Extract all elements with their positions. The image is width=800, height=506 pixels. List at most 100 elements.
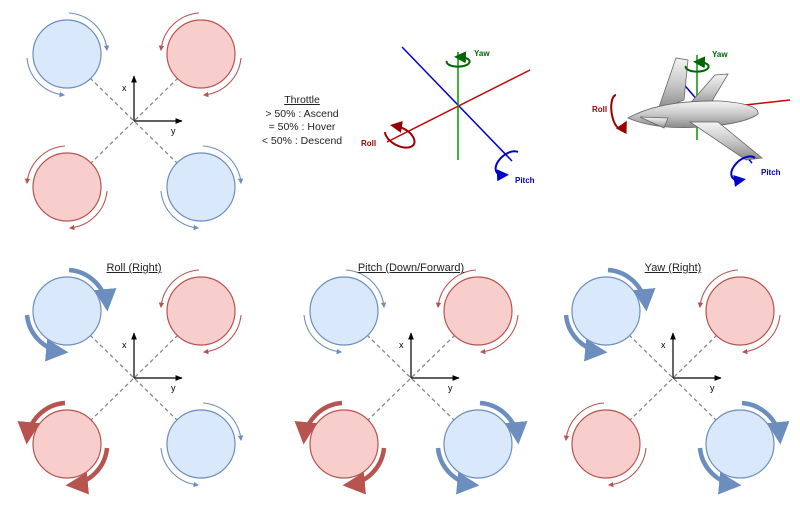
roll-rotation-arrow [384,121,416,149]
rotor-circle [166,152,236,222]
rotor-rotation-arrow [65,447,110,495]
rotor-cw [158,269,242,355]
throttle-title: Throttle [284,94,320,106]
roll-right-title: Roll (Right) [106,262,162,274]
rotor-rotation-arrow [294,400,343,445]
rotor-rotation-arrow [68,267,117,312]
rotor-cw [24,145,108,231]
airplane-icon [627,57,763,161]
rotor-circle [32,19,102,89]
airplane-roll-label: Roll [592,105,607,114]
rotor-cw [435,269,519,355]
rotor-circle [166,19,236,89]
rotor-circle [443,276,513,346]
rotor-rotation-arrow [435,447,480,495]
x-axis-label: x [122,340,127,350]
x-axis-label: x [122,83,127,93]
rotor-rotation-arrow [741,314,781,355]
rotor-rotation-arrow [479,314,519,355]
quadcopter-layout: xy [24,12,244,231]
airplane-rotation-diagram: Yaw Roll Pitch [592,50,791,187]
yaw-label: Yaw [474,49,490,58]
rotor-rotation-arrow [24,314,69,362]
rotor-rotation-arrow [345,269,387,309]
rotor-cw [294,400,387,495]
airplane-pitch-rotation-arrow [730,155,756,187]
rotor-circle [309,276,379,346]
rotor-rotation-arrow [479,400,528,445]
rotor-rotation-arrow [697,269,739,309]
airplane-pitch-label: Pitch [761,168,781,177]
pitch-rotation-arrow [494,150,519,182]
rotor-rotation-arrow [160,447,200,488]
rotor-circle [32,152,102,222]
rotor-rotation-arrow [68,190,108,231]
rotor-ccw [697,400,790,495]
rotor-rotation-arrow [160,190,200,231]
airplane-yaw-rotation-arrow [684,56,710,73]
rotor-rotation-arrow [24,145,66,185]
y-axis-label: y [448,383,453,393]
rotor-ccw [563,267,656,362]
airplane-yaw-label: Yaw [712,50,728,59]
rotor-rotation-arrow [202,402,244,442]
rotor-rotation-arrow [697,447,742,495]
rotor-cw [697,269,781,355]
rotor-rotation-arrow [202,57,242,98]
rotor-cw [158,12,242,98]
throttle-descend-line: < 50% : Descend [261,134,343,147]
quadcopter-layout: xy [17,267,244,495]
rotor-rotation-arrow [435,269,477,309]
rotor-rotation-arrow [607,267,656,312]
y-axis-label: y [710,383,715,393]
rotor-circle [705,276,775,346]
rotor-rotation-arrow [158,12,200,52]
rotor-circle [309,409,379,479]
rotor-rotation-arrow [26,57,66,98]
y-axis-label: y [171,383,176,393]
rotor-circle [705,409,775,479]
rotor-cw [563,402,647,488]
rotor-circle [443,409,513,479]
airplane-roll-rotation-arrow [610,94,627,135]
rotor-ccw [435,400,528,495]
rotor-rotation-arrow [342,447,387,495]
rotor-rotation-arrow [607,447,647,488]
rotor-rotation-arrow [202,145,244,185]
rotor-circle [571,276,641,346]
x-axis-label: x [399,340,404,350]
x-axis-label: x [661,340,666,350]
rotor-ccw [303,269,387,355]
rotor-ccw [26,12,110,98]
rotor-rotation-arrow [158,269,200,309]
yaw-right-title: Yaw (Right) [644,262,702,274]
rotor-ccw [160,145,244,231]
throttle-ascend-line: > 50% : Ascend [265,107,339,120]
rotation-axes-diagram: Yaw Roll Pitch [361,46,535,185]
pitch-axis [401,46,513,162]
rotor-rotation-arrow [741,400,790,445]
pitch-label: Pitch [515,176,535,185]
throttle-legend: Throttle > 50% : Ascend = 50% : Hover < … [252,94,352,148]
rotor-ccw [160,402,244,488]
rotor-rotation-arrow [563,402,605,442]
roll-label: Roll [361,139,376,148]
rotor-circle [32,276,102,346]
rotor-cw [17,400,110,495]
rotor-rotation-arrow [303,314,343,355]
quadcopter-layout: xy [563,267,790,495]
rotor-rotation-arrow [202,314,242,355]
yaw-rotation-arrow [445,51,471,68]
rotor-circle [166,276,236,346]
quadcopter-layout: xy [294,269,528,495]
throttle-hover-line: = 50% : Hover [268,121,336,133]
rotor-rotation-arrow [68,12,110,52]
rotor-ccw [24,267,117,362]
rotor-rotation-arrow [563,314,608,362]
y-axis-label: y [171,126,176,136]
rotor-circle [32,409,102,479]
rotor-rotation-arrow [17,400,66,445]
rotor-circle [571,409,641,479]
